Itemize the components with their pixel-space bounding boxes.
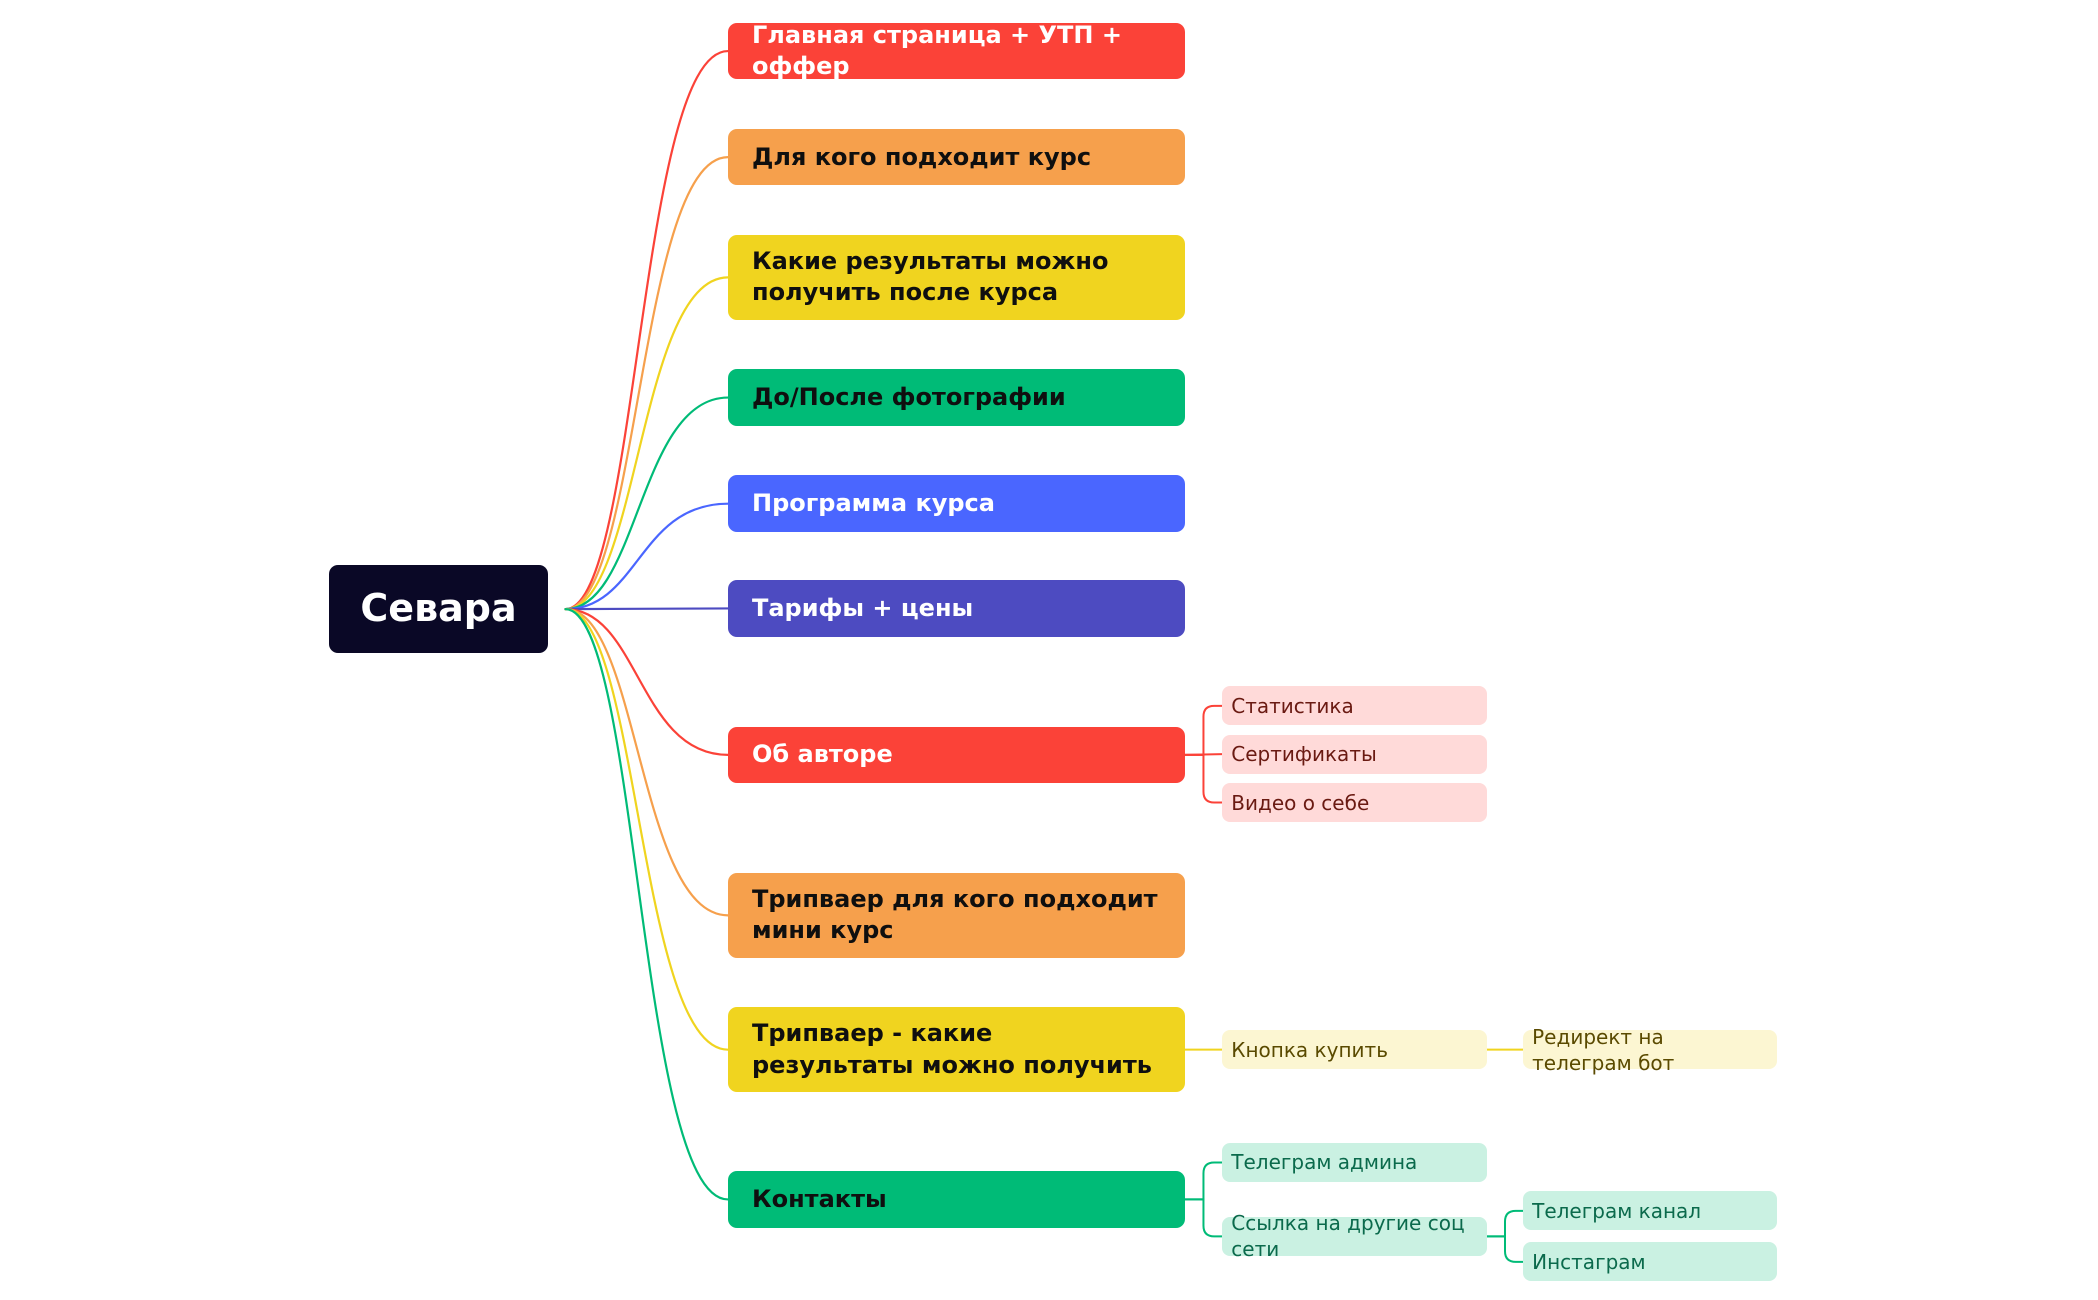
subtopic-author-3-label: Видео о себе [1231,790,1370,815]
connector-pricing [564,607,730,611]
connector-audience [564,156,730,611]
subtopic-contacts-2-label: Ссылка на другие соц сети [1231,1211,1465,1262]
topic-pricing[interactable]: Тарифы + цены [727,580,1185,637]
subtopic-contacts-2[interactable]: Ссылка на другие соц сети [1222,1211,1487,1261]
subtopic-author-1[interactable]: Статистика [1222,686,1487,726]
connector-main [564,49,730,611]
topic-results-label: Какие результаты можно получить после ку… [751,247,1109,307]
connector-tripwire-audience [564,608,730,917]
subtopic-author-2[interactable]: Сертификаты [1222,734,1487,774]
topic-program-label: Программа курса [751,489,995,518]
subtopic-contacts-1[interactable]: Телеграм админа [1222,1143,1487,1182]
topic-results[interactable]: Какие результаты можно получить после ку… [727,235,1185,320]
topic-tripwire-audience-label: Трипваер для кого подходит мини курс [751,885,1158,945]
subtopic-author-1-label: Статистика [1231,693,1354,718]
connector-subtopic-author-1 [1183,704,1224,756]
topic-tripwire-results[interactable]: Трипваер - какие результаты можно получи… [727,1007,1185,1092]
subtopic-author-3[interactable]: Видео о себе [1222,783,1487,822]
connector-tripwire-results [564,608,730,1051]
subtopic-contacts-2-2[interactable]: Инстаграм [1523,1242,1777,1282]
connector-subtopic-author-3 [1183,753,1224,804]
topic-tripwire-audience[interactable]: Трипваер для кого подходит мини курс [727,873,1185,958]
connector-photos [564,396,730,611]
topic-contacts-label: Контакты [751,1184,887,1213]
connector-subtopic-contacts-2-1 [1485,1209,1525,1238]
topic-pricing-label: Тарифы + цены [751,593,974,622]
topic-main[interactable]: Главная страница + УТП + оффер [727,20,1185,81]
connector-program [564,502,730,611]
subtopic-contacts-2-1[interactable]: Телеграм канал [1523,1191,1777,1231]
topic-photos[interactable]: До/После фотографии [727,369,1185,426]
subtopic-contacts-2-1-label: Телеграм канал [1532,1198,1702,1223]
subtopic-tripwire-results-1-1[interactable]: Редирект на телеграм бот [1523,1025,1777,1075]
topic-tripwire-results-label: Трипваер - какие результаты можно получи… [751,1019,1152,1079]
connector-contacts [564,608,730,1201]
subtopic-contacts-2-2-label: Инстаграм [1532,1249,1646,1274]
connector-subtopic-contacts-2-2 [1485,1235,1525,1263]
subtopic-author-2-label: Сертификаты [1231,742,1377,767]
root-node[interactable]: Севара [329,565,548,653]
topic-contacts[interactable]: Контакты [727,1171,1185,1228]
topic-photos-label: До/После фотографии [751,382,1066,411]
subtopic-tripwire-results-1-label: Кнопка купить [1231,1037,1388,1062]
connector-results [564,276,730,611]
subtopic-contacts-1-label: Телеграм админа [1231,1150,1418,1175]
topic-audience-label: Для кого подходит курс [751,142,1092,171]
topic-author-label: Об авторе [751,740,893,769]
topic-audience[interactable]: Для кого подходит курс [727,128,1185,186]
connector-subtopic-contacts-1 [1183,1161,1224,1201]
topic-main-label: Главная страница + УТП + оффер [751,20,1122,81]
connector-subtopic-contacts-2 [1183,1198,1224,1238]
subtopic-tripwire-results-1[interactable]: Кнопка купить [1222,1030,1487,1070]
connector-author [564,608,730,756]
root-label: Севара [360,586,517,631]
topic-program[interactable]: Программа курса [727,475,1185,532]
subtopic-tripwire-results-1-1-label: Редирект на телеграм бот [1532,1024,1675,1075]
topic-author[interactable]: Об авторе [727,726,1185,784]
